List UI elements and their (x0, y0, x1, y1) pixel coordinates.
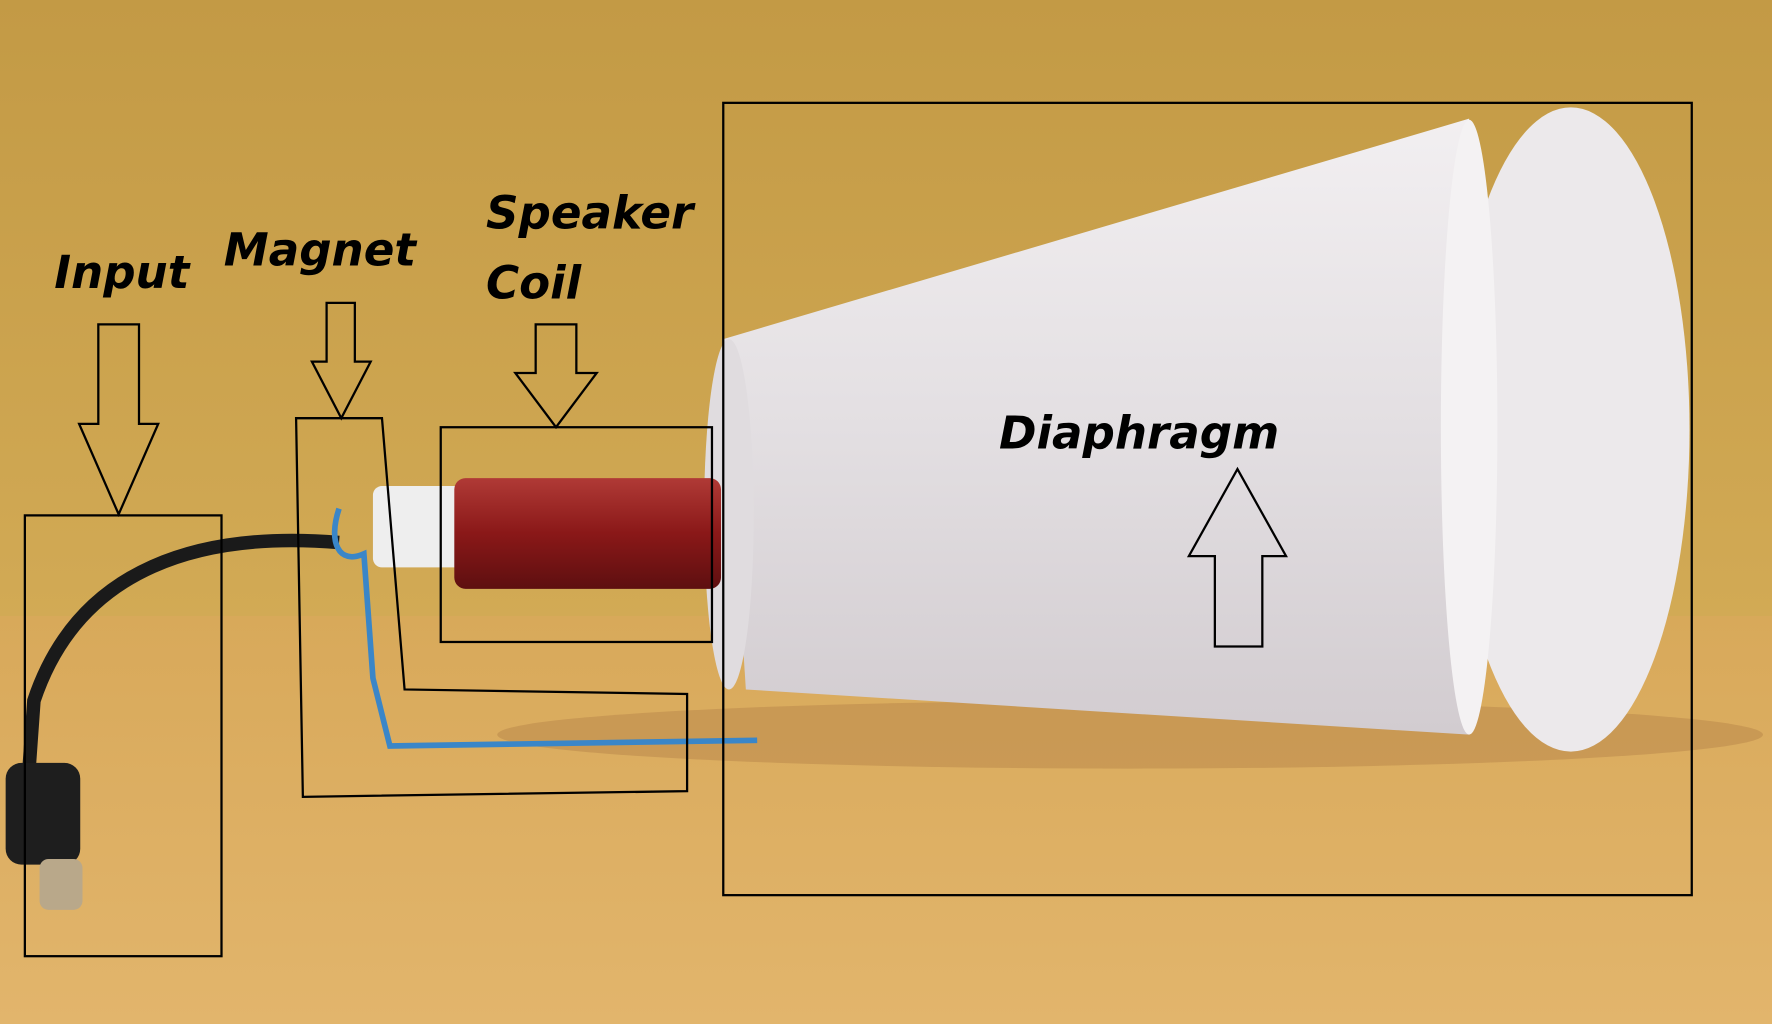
tube (372, 486, 464, 568)
jack-tip (39, 858, 83, 910)
arrow-down-icon (513, 323, 599, 430)
label-diaphragm: Diaphragm (999, 407, 1279, 460)
arrow-down-icon (77, 323, 160, 518)
magnet-wire (331, 507, 758, 749)
plastic-cup (704, 107, 1690, 752)
input-box (23, 514, 223, 958)
audio-cable (21, 533, 340, 781)
jack-plug (5, 762, 81, 865)
label-input: Input (54, 246, 190, 299)
arrow-up-icon (1186, 466, 1288, 648)
copper-coil (454, 478, 722, 589)
label-speaker: Speaker (486, 186, 696, 239)
label-coil: Coil (486, 256, 582, 309)
diaphragm-box (722, 101, 1693, 897)
speaker-coil-box (439, 426, 714, 644)
magnet-box (294, 417, 689, 798)
label-magnet: Magnet (224, 224, 418, 277)
arrow-down-icon (310, 301, 373, 421)
